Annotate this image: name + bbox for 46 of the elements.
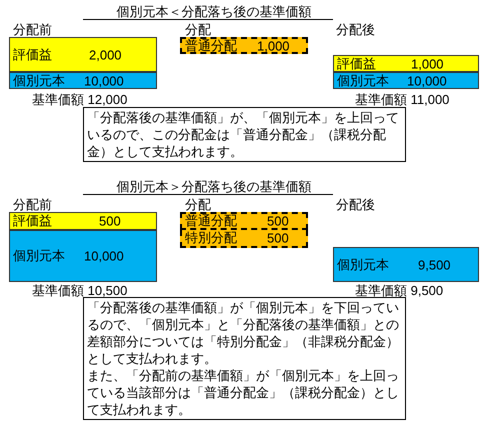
principal-segment <box>9 72 157 89</box>
item-label: 普通分配 <box>185 212 237 230</box>
amount-value: 9,500 <box>418 257 451 272</box>
valuation-gain-segment <box>9 212 157 230</box>
amount-value: 1,000 <box>411 56 444 71</box>
column-heading: 分配 <box>185 197 211 212</box>
item-label: 個別元本 <box>13 247 65 265</box>
item-label: 個別元本 <box>337 72 389 90</box>
item-label: 個別元本 <box>337 256 389 274</box>
column-heading: 分配後 <box>336 197 375 212</box>
principal-segment <box>333 247 479 282</box>
distribution-segment <box>180 212 308 230</box>
item-label: 特別分配 <box>185 229 237 247</box>
valuation-gain-segment <box>333 55 479 72</box>
column-heading: 分配後 <box>336 22 375 37</box>
amount-value: 1,000 <box>257 38 290 53</box>
valuation-gain-segment <box>9 37 157 72</box>
principal-segment <box>9 230 157 282</box>
column-heading: 分配 <box>185 22 211 37</box>
section-heading: 個別元本＞分配落ち後の基準価額 <box>83 179 333 195</box>
section-heading: 個別元本＜分配落ち後の基準価額 <box>83 4 333 20</box>
item-label: 評価益 <box>13 46 52 64</box>
amount-value: 2,000 <box>89 47 122 62</box>
item-label: 評価益 <box>337 54 376 72</box>
column-heading: 分配前 <box>13 22 52 37</box>
explanation-box <box>83 297 406 420</box>
note-text: 「分配落後の基準価額」が、「個別元本」を上回っているので、この分配金は「普通分配金」（課税分配金）として支払われます。 <box>87 109 400 160</box>
amount-value: 10,000 <box>84 248 124 264</box>
distribution-segment <box>180 37 308 54</box>
principal-segment <box>333 72 479 89</box>
distribution-segment <box>180 230 308 248</box>
note-text: また、「分配前の基準価額」が「個別元本」を上回っている当該部分は「普通分配金」（課税分配金）として支払われます。 <box>87 367 400 418</box>
amount-value: 500 <box>99 214 121 228</box>
amount-value: 500 <box>267 214 289 228</box>
item-label: 個別元本 <box>13 72 65 90</box>
item-label: 普通分配 <box>185 36 237 54</box>
note-text: 「分配落後の基準価額」が「個別元本」を下回っているので、「個別元本」と「分配落後の基準価額」との差額部分については「特別分配金」（非課税分配金）として支払われます。 <box>87 299 400 367</box>
amount-value: 10,000 <box>407 73 447 88</box>
column-heading: 分配前 <box>13 197 52 212</box>
item-label: 評価益 <box>13 212 52 230</box>
amount-value: 10,000 <box>84 73 124 88</box>
net-asset-value-label: 基準価額 11,000 <box>355 92 450 107</box>
net-asset-value-label: 基準価額 9,500 <box>355 283 444 298</box>
amount-value: 500 <box>267 230 289 246</box>
net-asset-value-label: 基準価額 12,000 <box>32 92 128 107</box>
net-asset-value-label: 基準価額 10,500 <box>32 283 128 298</box>
